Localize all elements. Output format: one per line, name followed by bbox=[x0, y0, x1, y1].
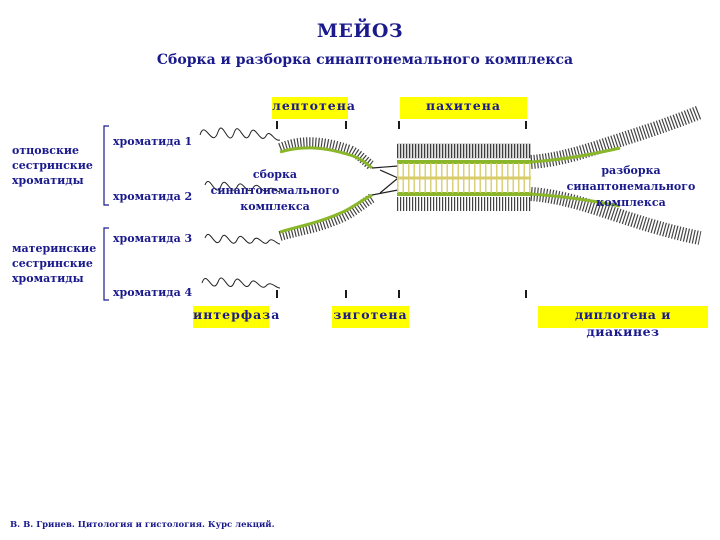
disassembly-note-line: комплекса bbox=[596, 196, 666, 209]
diagram-title: МЕЙОЗ bbox=[316, 20, 404, 42]
paternal-label-line: хроматиды bbox=[12, 174, 84, 187]
pachytene-synaptonemal-complex bbox=[397, 143, 531, 211]
disassembly-note: разборка синаптонемального комплекса bbox=[566, 163, 696, 211]
chromatid-label-4: хроматида 4 bbox=[113, 286, 193, 299]
stage-ticks bbox=[276, 121, 527, 298]
assembly-note-line: сборка bbox=[252, 168, 298, 181]
maternal-homolog-left bbox=[278, 193, 375, 241]
paternal-bracket bbox=[103, 125, 109, 206]
paternal-homolog-left bbox=[278, 137, 375, 171]
source-credit: В. В. Гринев. Цитология и гистология. Ку… bbox=[10, 520, 275, 530]
diagram-subtitle: Сборка и разборка синаптонемального комп… bbox=[156, 52, 574, 68]
diplotene-homologs bbox=[530, 105, 703, 245]
assembly-note-line: комплекса bbox=[240, 200, 310, 213]
stage-diplotene-diakinesis: диплотена и диакинез bbox=[538, 306, 708, 339]
zygotene-pairing-lines bbox=[371, 165, 399, 196]
chromatid-label-1: хроматида 1 bbox=[113, 135, 193, 148]
paternal-label-line: сестринские bbox=[12, 159, 93, 172]
stage-pachytene: пахитена bbox=[400, 97, 527, 119]
disassembly-note-line: синаптонемального bbox=[566, 180, 696, 193]
stage-leptotene: лептотена bbox=[272, 97, 355, 119]
paternal-label-line: отцовские bbox=[12, 144, 80, 157]
stage-zygotene: зиготена bbox=[332, 306, 409, 328]
maternal-label-line: хроматиды bbox=[12, 272, 84, 285]
paternal-label: отцовские сестринские хроматиды bbox=[12, 143, 93, 188]
stage-interphase: интерфаза bbox=[193, 306, 279, 328]
assembly-note-line: синаптонемального bbox=[210, 184, 340, 197]
maternal-label-line: сестринские bbox=[12, 257, 93, 270]
disassembly-note-line: разборка bbox=[601, 164, 661, 177]
interphase-chromatin bbox=[199, 127, 281, 289]
assembly-note: сборка синаптонемального комплекса bbox=[210, 167, 340, 215]
maternal-label-line: материнские bbox=[12, 242, 97, 255]
chromatid-label-2: хроматида 2 bbox=[113, 190, 193, 203]
chromatid-label-3: хроматида 3 bbox=[113, 232, 193, 245]
maternal-bracket bbox=[103, 227, 109, 301]
maternal-label: материнские сестринские хроматиды bbox=[12, 241, 96, 286]
